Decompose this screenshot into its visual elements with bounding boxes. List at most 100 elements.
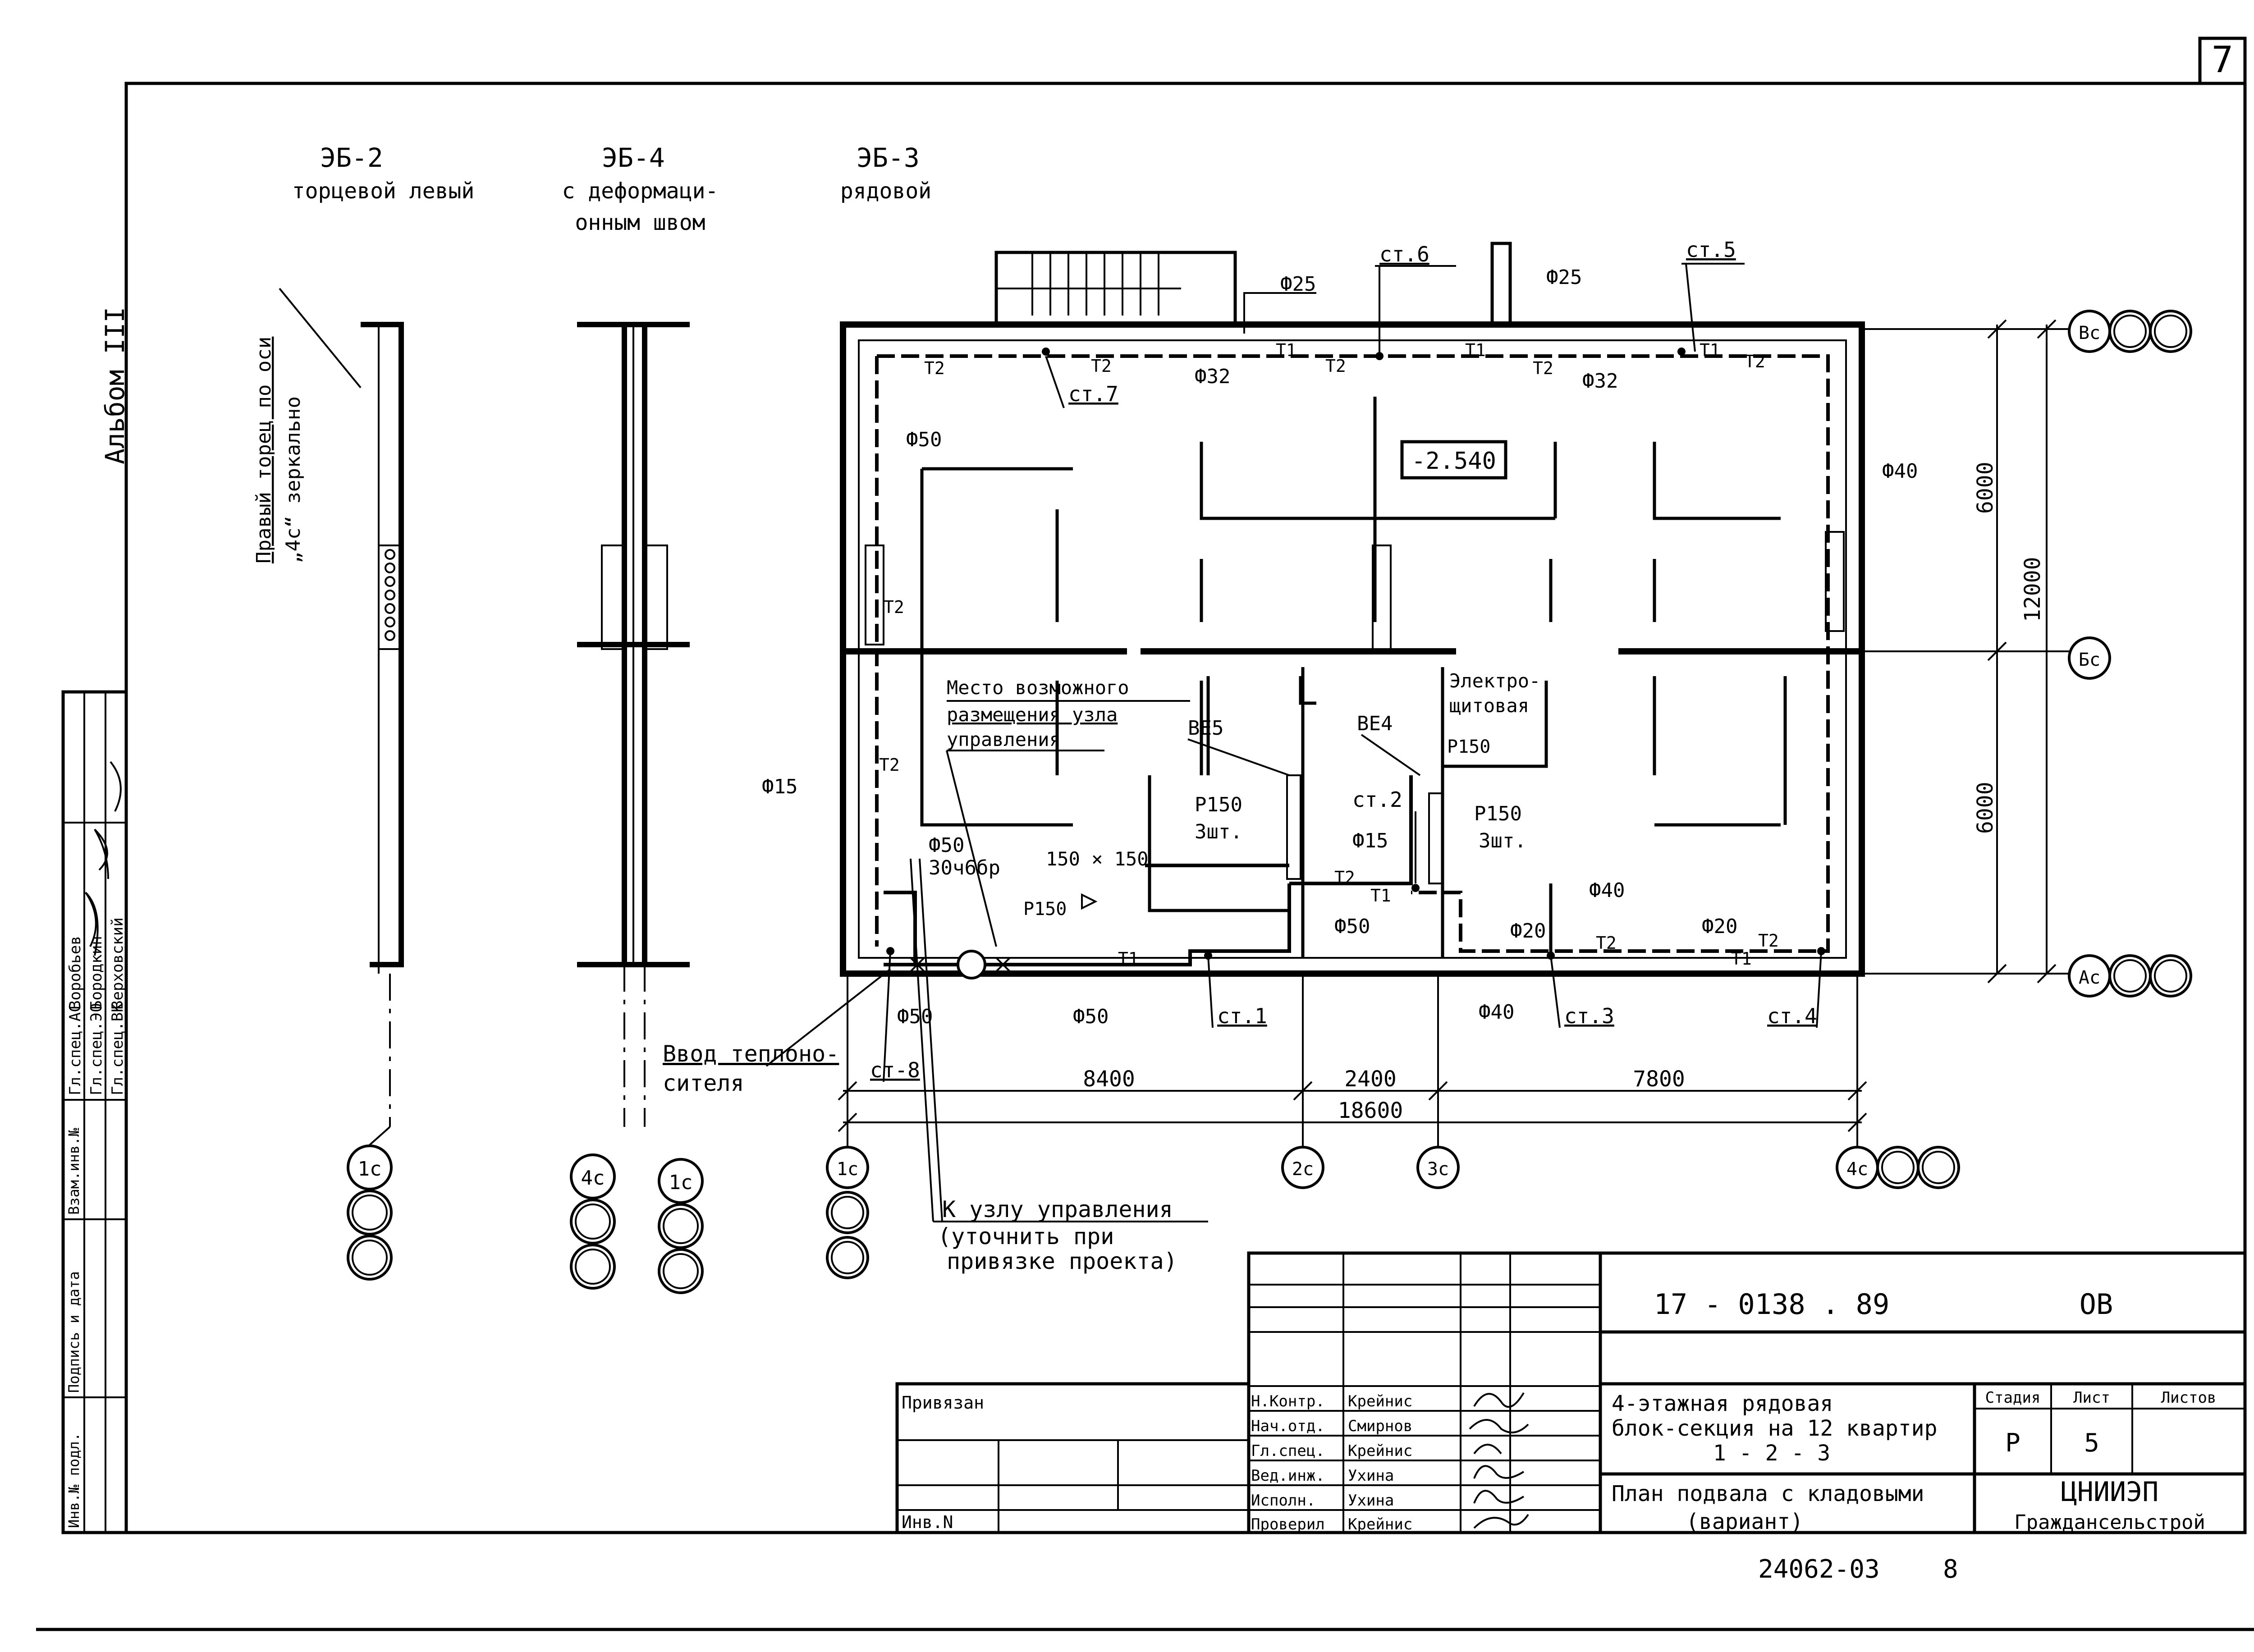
sheet-number: 7 [2212, 39, 2233, 81]
staff-signatures [1469, 1392, 1529, 1529]
sheet-header: Лист [2073, 1389, 2110, 1407]
staff-name-4: Ухина [1348, 1467, 1394, 1485]
label-t2-a: Т2 [924, 358, 945, 378]
riser-labels: ст.6 ст.5 ст.7 ст.2 ст.1 ст.3 ст.4 ст-8 [870, 238, 1822, 1082]
label-d20b: Ф20 [1702, 915, 1737, 938]
doc-code: 17 - 0138 . 89 [1654, 1288, 1890, 1321]
approval-role-1: Гл.спец.АС [66, 1003, 84, 1095]
mirror-note-line2: „4с“ зеркально [282, 396, 305, 563]
staff-name-5: Ухина [1348, 1492, 1394, 1510]
section-eb2-wall [361, 322, 404, 1146]
section-code-eb3: ЭБ-3 [857, 142, 920, 173]
doc-suffix: ОВ [2080, 1288, 2113, 1321]
axis-1c: 1с [837, 1159, 858, 1180]
stage-header: Стадия [1985, 1389, 2041, 1407]
label-t2-j: Т2 [1334, 868, 1355, 888]
section-name-eb2: торцевой левый [292, 178, 475, 204]
label-d50d: Ф50 [897, 1005, 933, 1028]
riser-st3: ст.3 [1564, 1004, 1614, 1028]
label-t2-f: Т2 [884, 597, 904, 617]
staff-name-3: Крейнис [1348, 1442, 1412, 1460]
label-t1-b: Т1 [1465, 340, 1486, 360]
label-valve-type: 30ч6бр [929, 856, 1000, 879]
section-code-eb4: ЭБ-4 [602, 142, 665, 173]
staff-role-1: Н.Контр. [1251, 1392, 1325, 1410]
control-place-line2: размещения узла [947, 704, 1118, 726]
sheet-frame: 7 [36, 37, 2254, 1631]
level-mark: -2.540 [1411, 448, 1496, 475]
label-t2-e: Т2 [1745, 352, 1765, 371]
count-3-b: 3шт. [1479, 829, 1526, 852]
dim-8400: 8400 [1083, 1066, 1135, 1092]
sheet-title-line1: План подвала с кладовыми [1612, 1481, 1924, 1506]
electro-line1: Электро- [1449, 670, 1540, 692]
signature-3 [110, 761, 122, 812]
label-d32b: Ф32 [1582, 370, 1618, 393]
label-d50a: Ф50 [906, 428, 942, 451]
axis-bc: Бс [2079, 650, 2100, 670]
to-node-line3: привязке проекта) [947, 1248, 1177, 1274]
sheet-value: 5 [2084, 1428, 2099, 1458]
approval-role-3: Гл.спец.ВК [109, 1003, 127, 1095]
mirror-note-line1: Правый торец по оси [252, 337, 275, 563]
axis-vc: Вс [2079, 323, 2100, 343]
staff-name-1: Крейнис [1348, 1392, 1412, 1410]
label-d15b: Ф15 [1352, 829, 1388, 852]
axis-3c: 3с [1427, 1159, 1449, 1180]
footer-page: 8 [1943, 1555, 1958, 1584]
label-t2-b: Т2 [1091, 356, 1112, 376]
label-t1-a: Т1 [1276, 340, 1297, 360]
to-node-line2: (уточнить при [938, 1223, 1114, 1249]
staff-role-2: Нач.отд. [1251, 1417, 1325, 1435]
project-line1: 4-этажная рядовая [1612, 1391, 1833, 1416]
p150-c: Р150 [1447, 737, 1490, 757]
approval-strip: Гл.спец.АС Воробьев Гл.спец.ЭО Бородкин … [61, 690, 128, 1534]
axis-4c-eb4: 4с 1с [570, 1153, 704, 1294]
margin-label-3: Взам.инв.№ [65, 1128, 82, 1215]
to-node-line1: К узлу управления [942, 1196, 1173, 1222]
electro-line2: щитовая [1449, 695, 1529, 717]
axis-label-1c-eb4: 1с [669, 1171, 693, 1194]
dim-6000-upper: 6000 [1973, 462, 1998, 514]
label-d50e: Ф50 [929, 834, 964, 857]
axis-1c-left: 1с [347, 1144, 393, 1281]
staff-role-6: Проверил [1251, 1515, 1325, 1533]
axis-ac: Ас [2079, 967, 2100, 988]
dim-18600: 18600 [1338, 1098, 1403, 1123]
sheet-title-line2: (вариант) [1686, 1509, 1803, 1534]
section-code-eb2: ЭБ-2 [320, 142, 383, 173]
inv-label: Инв.N [902, 1512, 953, 1532]
axis-4c: 4с [1846, 1159, 1868, 1180]
riser-st6: ст.6 [1379, 242, 1429, 266]
approval-name-1: Воробьев [66, 936, 84, 1010]
label-d15a: Ф15 [762, 775, 797, 798]
section-name2-eb4: онным швом [575, 210, 706, 235]
inlet-line2: сителя [663, 1070, 744, 1096]
label-t2-g: Т2 [879, 755, 900, 775]
riser-st4: ст.4 [1767, 1004, 1817, 1028]
title-block: Привязан Инв.N 17 - 0138 . 89 ОВ Н.Контр… [895, 1251, 2247, 1534]
label-t1-e: Т1 [1731, 949, 1752, 969]
p150-b: Р150 [1474, 802, 1522, 825]
label-t2-h: Т2 [1596, 933, 1617, 953]
duct-size: 150 × 150 [1046, 848, 1149, 870]
label-d20a: Ф20 [1510, 920, 1546, 943]
margin-label-1: Инв.№ подл. [65, 1432, 82, 1528]
label-d25a: Ф25 [1280, 273, 1316, 296]
staff-name-2: Смирнов [1348, 1417, 1412, 1435]
axis-label-4c-eb4: 4с [581, 1167, 605, 1190]
riser-st8: ст-8 [870, 1058, 920, 1082]
label-d40a: Ф40 [1882, 460, 1918, 483]
riser-st2: ст.2 [1352, 787, 1402, 812]
dim-2400: 2400 [1344, 1066, 1397, 1092]
count-3-a: 3шт. [1195, 820, 1242, 843]
axis-2c: 2с [1292, 1159, 1314, 1180]
sheets-header: Листов [2161, 1389, 2217, 1407]
ve5-label: ВЕ5 [1188, 717, 1223, 740]
section-eb4-wall [577, 322, 690, 1127]
label-t2-c: Т2 [1325, 356, 1346, 376]
axis-markers: Вс Бс Ас 1с 2с 3с 4с [826, 310, 2192, 1279]
label-t1-d: Т1 [1118, 949, 1139, 969]
